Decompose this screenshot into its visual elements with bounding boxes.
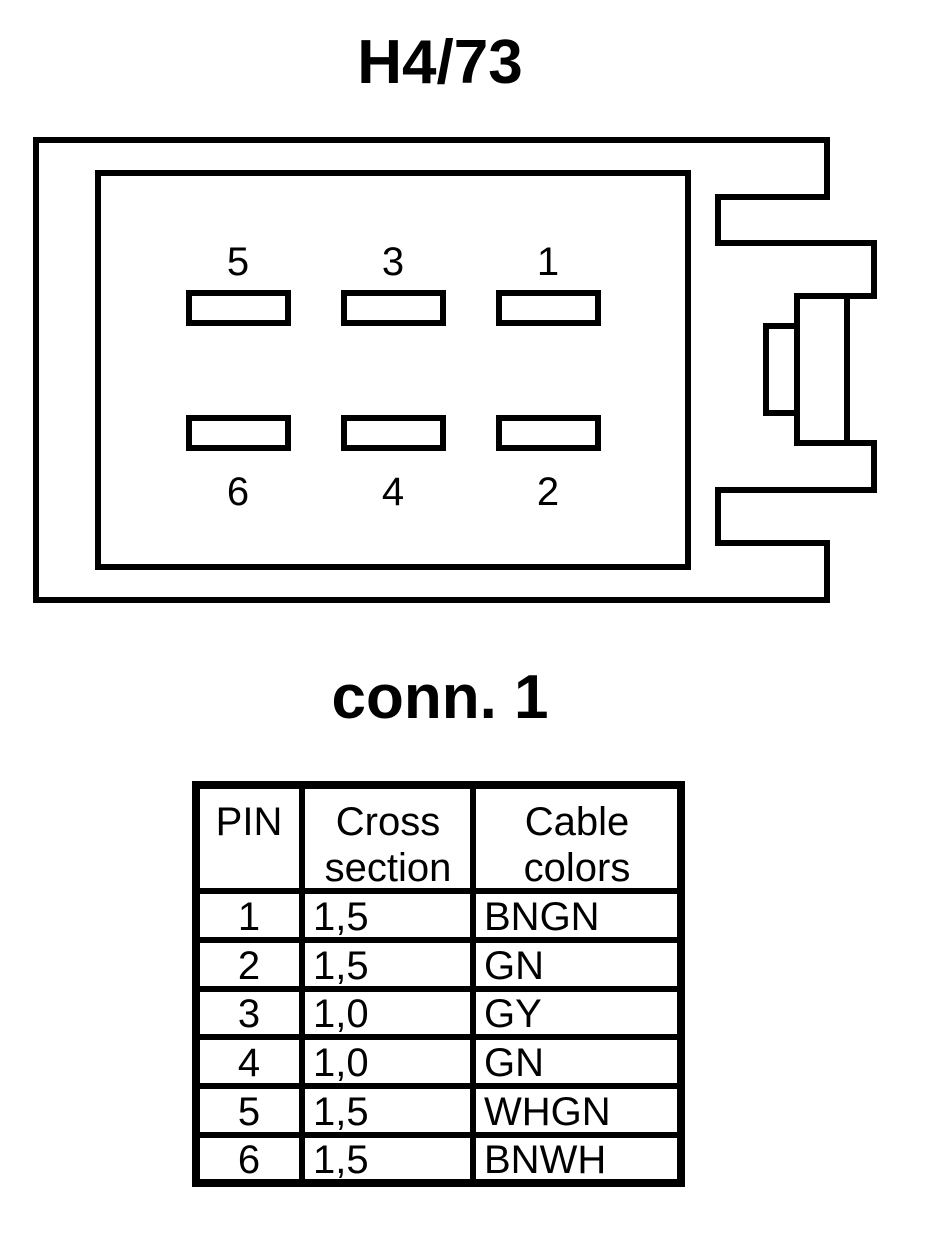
cell-cable-colors: GY [484, 992, 542, 1036]
latch-tab-rect [763, 323, 800, 416]
table-row: 1 1,5 BNGN [238, 895, 600, 939]
table-header-row: PIN Cross section Cable colors [216, 800, 631, 890]
page-title: H4/73 [357, 28, 522, 97]
cell-cable-colors: GN [484, 944, 544, 988]
cell-pin: 2 [238, 944, 260, 988]
cell-cross-section: 1,5 [313, 944, 369, 988]
latch-inner-rect [794, 293, 850, 446]
cell-cross-section: 1,0 [313, 992, 369, 1036]
cell-cross-section: 1,0 [313, 1041, 369, 1085]
table-row: 2 1,5 GN [238, 944, 544, 988]
table-row: 3 1,0 GY [238, 992, 542, 1036]
pin-row-bottom: 6 4 2 [186, 415, 601, 514]
cell-pin: 6 [238, 1138, 260, 1182]
table-header-cross-line1: Cross [336, 800, 440, 844]
pin-number-label-6: 6 [227, 470, 249, 514]
pin-number-label-1: 1 [537, 240, 559, 284]
cell-cross-section: 1,5 [313, 1090, 369, 1134]
pin-number-label-5: 5 [227, 240, 249, 284]
cell-cross-section: 1,5 [313, 895, 369, 939]
cell-cross-section: 1,5 [313, 1138, 369, 1182]
table-outer-border [192, 781, 685, 1187]
cell-pin: 5 [238, 1090, 260, 1134]
pin-slot-4 [341, 415, 446, 451]
cell-cable-colors: BNWH [484, 1138, 606, 1182]
pin-slot-1 [496, 290, 601, 326]
cell-pin: 3 [238, 992, 260, 1036]
pin-row-top: 5 3 1 [186, 240, 601, 326]
pin-number-label-2: 2 [537, 470, 559, 514]
table-row: 5 1,5 WHGN [238, 1090, 611, 1134]
table-header-cross-line2: section [325, 846, 452, 890]
table-header-cable-line1: Cable [525, 800, 630, 844]
pin-slot-6 [186, 415, 291, 451]
pin-slot-5 [186, 290, 291, 326]
table-header-pin: PIN [216, 800, 283, 844]
table-header-cable-line2: colors [524, 846, 631, 890]
connector-caption: conn. 1 [331, 663, 548, 732]
cell-pin: 1 [238, 895, 260, 939]
cell-cable-colors: WHGN [484, 1090, 611, 1134]
connector-outer-shell [33, 137, 877, 603]
pin-number-label-3: 3 [382, 240, 404, 284]
pin-number-label-4: 4 [382, 470, 404, 514]
cell-cable-colors: GN [484, 1041, 544, 1085]
pin-table: PIN Cross section Cable colors 1 1,5 BNG… [192, 781, 685, 1187]
connector-inner-chamber [95, 170, 691, 570]
table-row: 6 1,5 BNWH [238, 1138, 606, 1182]
pin-slot-3 [341, 290, 446, 326]
cell-pin: 4 [238, 1041, 260, 1085]
table-row: 4 1,0 GN [238, 1041, 544, 1085]
pin-slot-2 [496, 415, 601, 451]
connector-housing: 5 3 1 6 4 2 [33, 137, 877, 603]
cell-cable-colors: BNGN [484, 895, 600, 939]
